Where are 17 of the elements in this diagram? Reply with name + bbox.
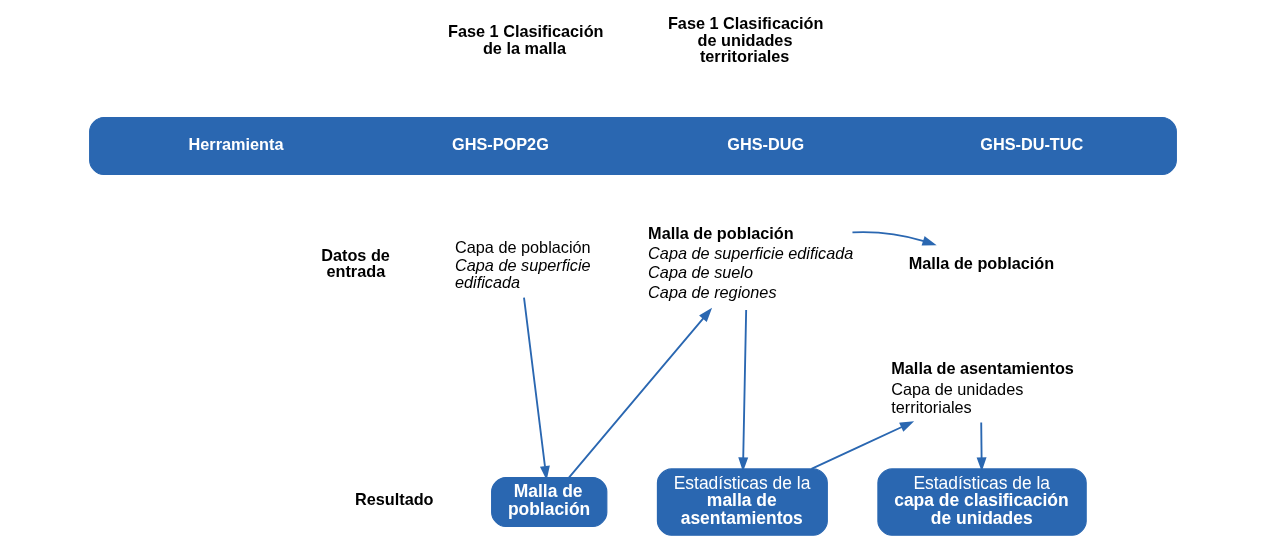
node-text: Malla de asentamientos Capa de unidades territoriales (891, 359, 1074, 416)
arrow (738, 309, 749, 472)
node-box: Malla de población (491, 477, 608, 528)
label: Datos de entrada (321, 245, 390, 281)
node-text: Malla de población Capa de superficie edificada Capa de suelo Capa de regiones (648, 223, 854, 302)
label: Fase 1 Clasificación de unidades territoriales (667, 14, 824, 65)
arrow (810, 421, 915, 470)
label: Resultado (354, 490, 434, 509)
label: Fase 1 Clasificación de la malla (448, 22, 604, 57)
arrow (568, 307, 713, 479)
arrow (976, 421, 987, 472)
node-text: Malla de población (908, 254, 1055, 272)
node-box: Herramienta GHS-POP2G GHS-DUG GHS-DU-TUC (89, 116, 1177, 176)
node-box: Estadísticas de la capa de clasificación de unidades (877, 468, 1087, 536)
node-box: Estadísticas de la malla de asentamientos (656, 468, 828, 536)
node-text: Capa de población Capa de superficie edificada (454, 237, 591, 291)
arrow (851, 231, 937, 246)
